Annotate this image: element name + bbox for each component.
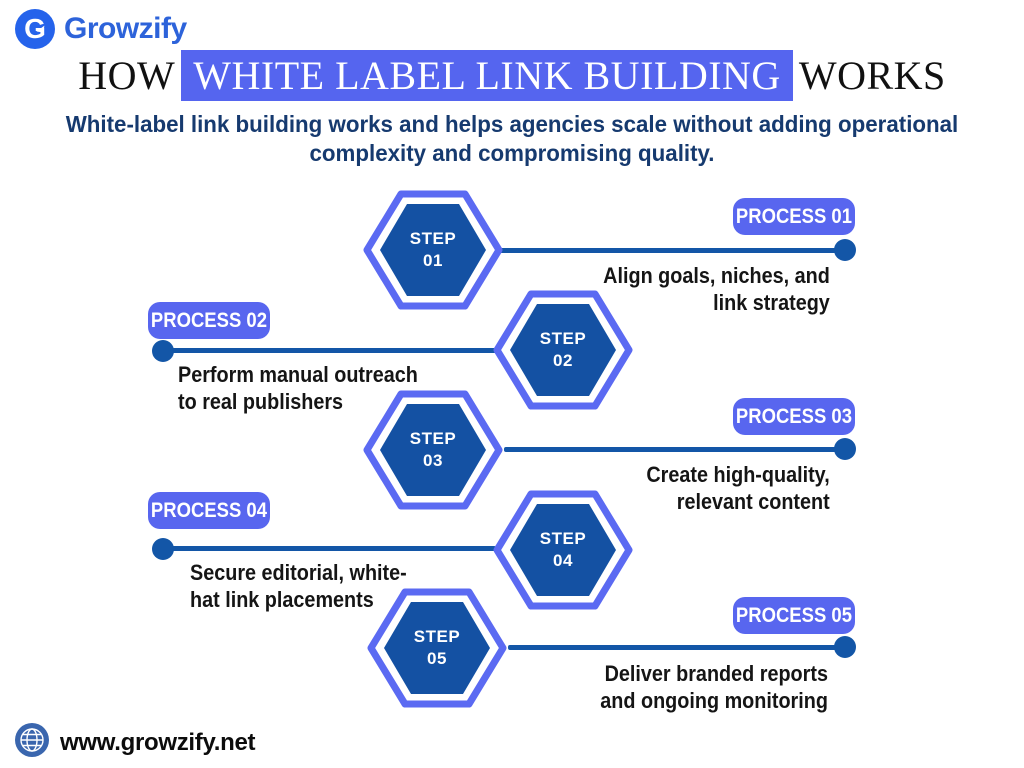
step-hexagon-4: STEP 04	[493, 488, 633, 612]
line-end-dot-1	[834, 239, 856, 261]
description-line-1: Perform manual outreach	[178, 362, 418, 387]
step-hexagon-3: STEP 03	[363, 388, 503, 512]
step-number: 03	[423, 451, 443, 470]
connector-line-5	[508, 645, 845, 650]
hexagon-icon	[363, 390, 503, 510]
process-badge-label: PROCESS 03	[735, 404, 853, 428]
step-number: 02	[553, 351, 573, 370]
process-description-1: Align goals, niches, and link strategy	[603, 263, 830, 317]
description-line-1: Align goals, niches, and	[603, 263, 830, 288]
subtitle-line-2: complexity and compromising quality.	[309, 139, 715, 166]
title-suffix: WORKS	[798, 53, 946, 98]
description-line-1: Secure editorial, white-	[190, 560, 407, 585]
brand-name: Growzify	[64, 12, 187, 45]
globe-icon	[14, 722, 50, 763]
process-badge-1: PROCESS 01	[733, 198, 855, 235]
process-badge-label: PROCESS 02	[150, 308, 268, 332]
description-line-2: relevant content	[677, 488, 830, 514]
connector-line-3	[504, 447, 845, 452]
process-badge-2: PROCESS 02	[148, 302, 270, 339]
step-label-3: STEP 03	[363, 388, 503, 512]
process-description-3: Create high-quality, relevant content	[647, 462, 830, 516]
connector-line-2	[163, 348, 496, 353]
step-hexagon-5: STEP 05	[367, 586, 507, 710]
step-number: 05	[427, 649, 447, 668]
hexagon-icon	[367, 588, 507, 708]
process-badge-label: PROCESS 05	[735, 603, 853, 627]
connector-line-1	[497, 248, 845, 253]
process-badge-label: PROCESS 01	[735, 204, 853, 228]
description-line-2: link strategy	[713, 289, 830, 315]
footer: www.growzify.net	[14, 722, 256, 763]
hexagon-icon	[363, 190, 503, 310]
description-line-1: Deliver branded reports	[604, 661, 828, 686]
step-label-2: STEP 02	[493, 288, 633, 412]
line-end-dot-4	[152, 538, 174, 560]
process-description-5: Deliver branded reports and ongoing moni…	[600, 661, 828, 715]
process-badge-5: PROCESS 05	[733, 597, 855, 634]
step-word: STEP	[413, 626, 461, 646]
title-prefix: HOW	[78, 53, 176, 98]
brand-logo: G Growzify	[14, 8, 187, 50]
line-end-dot-5	[834, 636, 856, 658]
step-number: 01	[423, 251, 443, 270]
step-word: STEP	[409, 228, 457, 248]
process-badge-4: PROCESS 04	[148, 492, 270, 529]
line-end-dot-3	[834, 438, 856, 460]
process-badge-label: PROCESS 04	[150, 498, 268, 522]
hexagon-icon	[493, 290, 633, 410]
step-word: STEP	[409, 428, 457, 448]
description-line-2: and ongoing monitoring	[600, 687, 828, 713]
step-label-5: STEP 05	[367, 586, 507, 710]
step-number: 04	[553, 551, 573, 570]
connector-line-4	[163, 546, 496, 551]
process-description-4: Secure editorial, white- hat link placem…	[190, 560, 407, 614]
step-word: STEP	[539, 528, 587, 548]
hexagon-icon	[493, 490, 633, 610]
step-label-1: STEP 01	[363, 188, 503, 312]
svg-text:G: G	[24, 13, 46, 44]
description-line-1: Create high-quality,	[646, 462, 830, 487]
step-word: STEP	[539, 328, 587, 348]
step-label-4: STEP 04	[493, 488, 633, 612]
website-url: www.growzify.net	[60, 728, 256, 756]
description-line-2: to real publishers	[178, 388, 344, 414]
process-badge-3: PROCESS 03	[733, 398, 855, 435]
subtitle: White-label link building works and help…	[15, 110, 1008, 168]
line-end-dot-2	[152, 340, 174, 362]
step-hexagon-2: STEP 02	[493, 288, 633, 412]
growzify-logo-icon: G	[14, 8, 56, 50]
step-hexagon-1: STEP 01	[363, 188, 503, 312]
process-description-2: Perform manual outreach to real publishe…	[178, 362, 418, 416]
subtitle-line-1: White-label link building works and help…	[65, 111, 959, 137]
description-line-2: hat link placements	[190, 586, 374, 612]
title-highlight: WHITE LABEL LINK BUILDING	[181, 50, 793, 101]
